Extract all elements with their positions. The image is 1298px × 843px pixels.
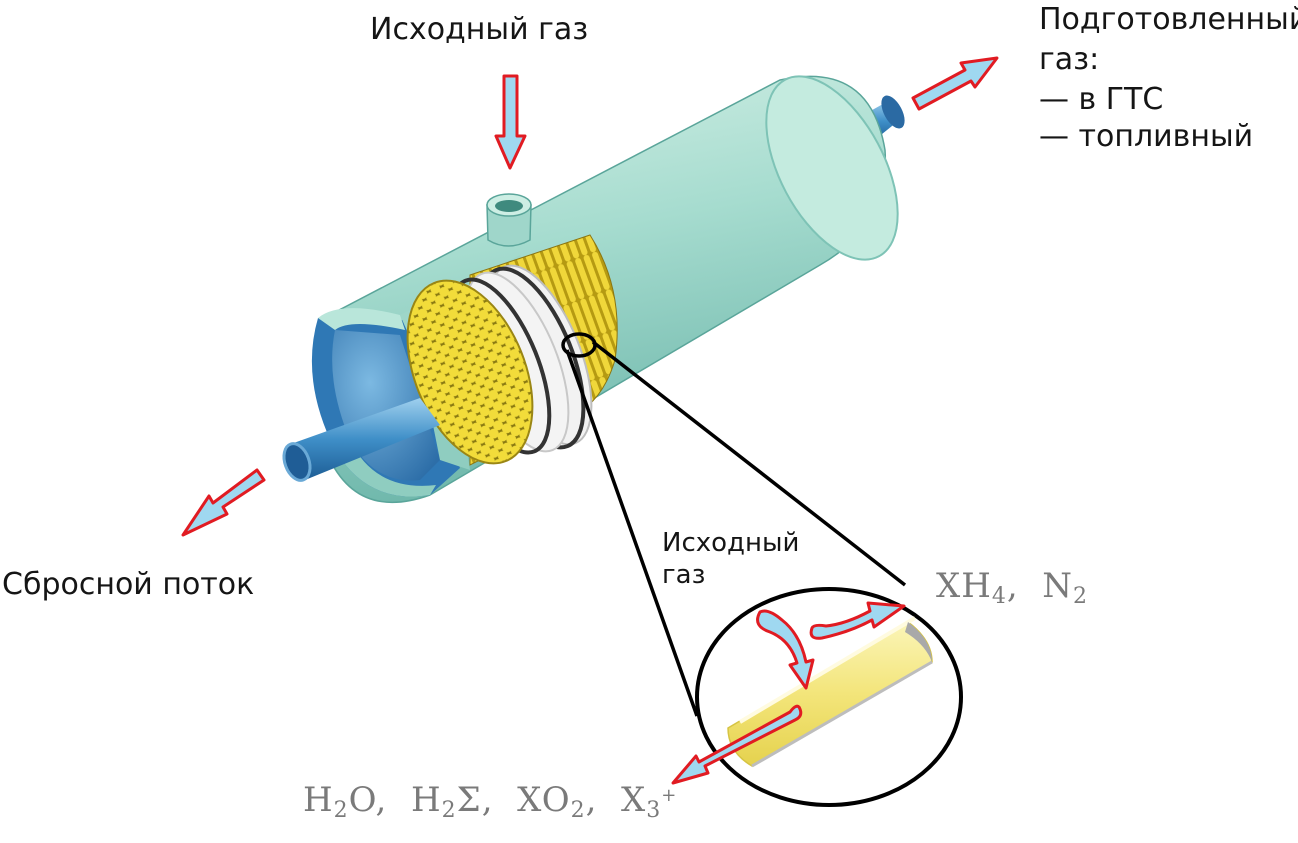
zoom-line-right [591, 340, 907, 587]
zoom-callout [565, 340, 963, 807]
shell-end-cap [765, 75, 899, 261]
product-gas-label-line2: газ: [1039, 42, 1100, 77]
permeate-flow-arrow [671, 704, 803, 785]
waste-stream-label: Сбросной поток [2, 567, 255, 602]
waste-outlet-pipe [282, 398, 440, 482]
zoom-feed-label-line1: Исходный [662, 528, 800, 558]
feed-inlet-nozzle [486, 193, 532, 247]
retentate-flow-arrow [809, 601, 906, 640]
waste-outlet-arrow [181, 468, 266, 537]
product-gas-label-line3: — в ГТС [1039, 82, 1164, 117]
retentate-formula: XH4, N2 [936, 566, 1089, 609]
feed-gas-label: Исходный газ [370, 12, 589, 47]
hollow-fiber-bundle [406, 234, 618, 466]
zoom-line-left [565, 349, 699, 717]
feed-inlet-arrow [494, 74, 527, 170]
membrane-module [282, 75, 905, 503]
product-gas-label-line4: — топливный [1039, 119, 1254, 154]
product-outlet-arrow [911, 56, 999, 111]
feed-flow-arrow [756, 609, 815, 690]
zoom-feed-label-line2: газ [662, 560, 706, 590]
permeate-formula: H2O, H2Σ, XO2, X3+ [303, 780, 678, 823]
product-gas-label-line1: Подготовленный [1039, 2, 1298, 37]
